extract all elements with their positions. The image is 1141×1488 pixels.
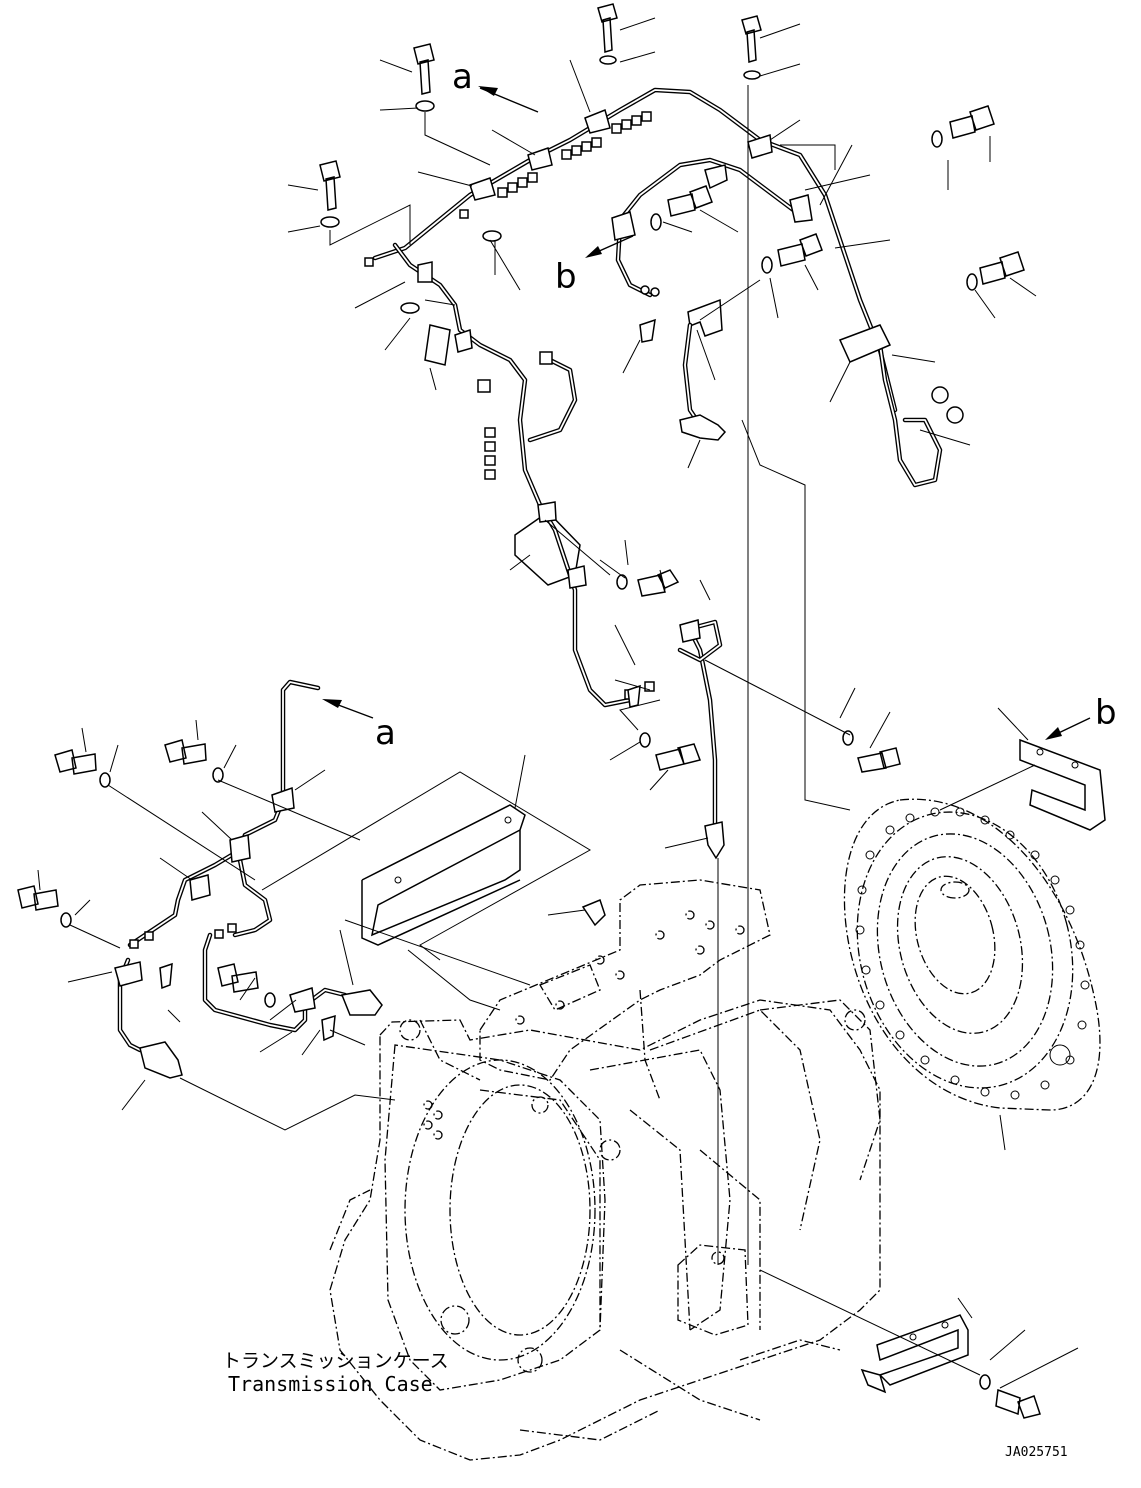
caption-japanese: トランスミッションケース — [222, 1350, 449, 1372]
bracket-right-b — [1019, 738, 1106, 831]
tag-left — [424, 324, 451, 366]
view-mark-a-left: a — [375, 713, 396, 753]
bracket-center — [361, 804, 526, 946]
bracket-bottom-right — [860, 1314, 969, 1394]
figure-code: JA025751 — [1005, 1445, 1068, 1460]
view-arrow-a-top — [478, 86, 539, 113]
sensors — [139, 414, 727, 1079]
view-mark-b-right: b — [1095, 693, 1117, 733]
bolts — [17, 3, 1041, 1419]
housing-flange — [843, 798, 1101, 1111]
bracket-small — [687, 298, 723, 337]
clamps — [114, 108, 892, 1042]
view-mark-b-mid: b — [555, 257, 577, 297]
connectors-top — [129, 111, 964, 949]
wire-harness — [117, 87, 943, 1053]
view-arrow-a-left — [322, 699, 374, 719]
view-mark-a-top: a — [452, 57, 473, 97]
caption-english: Transmission Case — [228, 1372, 433, 1396]
view-arrow-b-mid — [585, 235, 634, 258]
transmission-case — [329, 879, 881, 1461]
view-arrow-b-right — [1045, 717, 1091, 740]
leader-lines — [37, 17, 1079, 1389]
